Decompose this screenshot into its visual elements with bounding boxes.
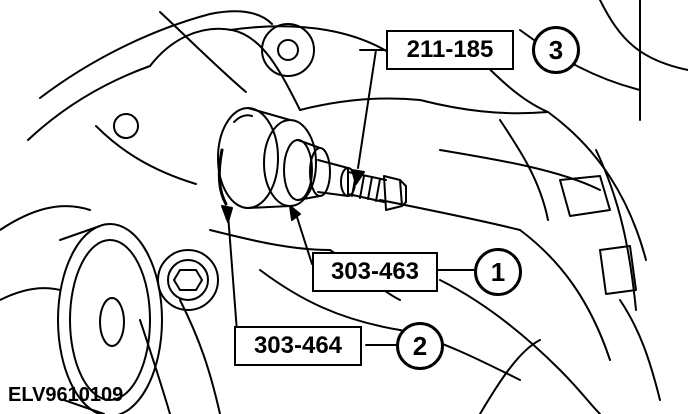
tool-211-185 xyxy=(317,159,407,211)
bolt-bosses xyxy=(113,23,315,311)
callout-2-badge: 2 xyxy=(396,322,444,370)
leader-lines xyxy=(221,49,475,346)
callout-211-185-label: 211-185 xyxy=(386,30,514,70)
tool-303-463 xyxy=(283,139,331,201)
callout-3-badge: 3 xyxy=(532,26,580,74)
figure-code: ELV9610109 xyxy=(8,384,124,406)
tool-303-464 xyxy=(217,107,317,209)
pulley xyxy=(57,223,163,414)
callout-303-464-label: 303-464 xyxy=(234,326,362,366)
callout-303-463-label: 303-463 xyxy=(312,252,438,292)
callout-1-badge: 1 xyxy=(474,248,522,296)
